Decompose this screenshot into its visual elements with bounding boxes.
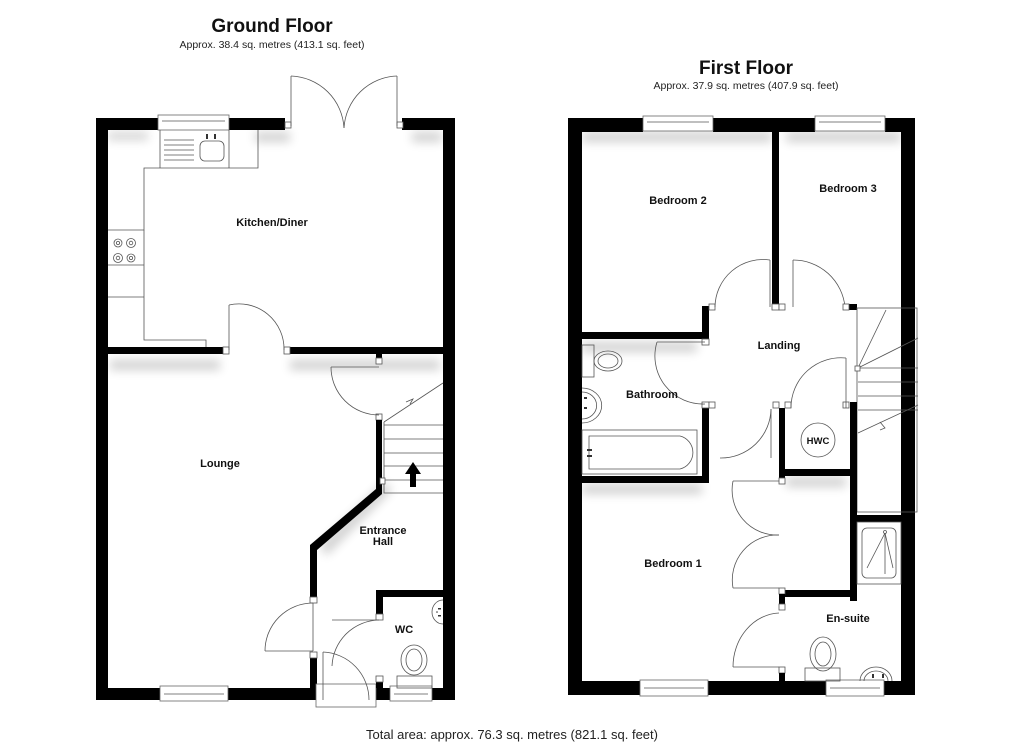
door-ensuite	[732, 612, 780, 668]
first-floor-plan: Bedroom 2 Bedroom 3 Landing Bathroom HWC…	[568, 115, 919, 697]
door-hall-lounge	[264, 602, 314, 652]
room-label-wc: WC	[395, 624, 413, 636]
door-bathroom	[654, 341, 706, 405]
ground-floor-plan: Kitchen/Diner Lounge Entrance Hall WC	[96, 75, 455, 708]
window	[389, 685, 433, 702]
room-label-bedroom1: Bedroom 1	[644, 558, 701, 570]
room-label-bedroom3: Bedroom 3	[819, 183, 876, 195]
window	[159, 685, 229, 702]
door-bedroom2	[714, 259, 771, 308]
window	[814, 115, 886, 132]
hob-icon	[113, 238, 136, 263]
room-label-ensuite: En-suite	[826, 613, 869, 625]
french-doors	[284, 75, 404, 129]
door-kitchen-lounge	[228, 303, 285, 351]
front-door	[315, 651, 377, 708]
toilet-icon	[581, 344, 623, 378]
room-label-hall: Hall	[373, 536, 393, 548]
staircase	[379, 382, 444, 494]
window	[157, 114, 230, 131]
room-label-bathroom: Bathroom	[626, 389, 678, 401]
bathroom-basin-icon	[581, 387, 603, 424]
wc-basin-icon	[431, 599, 444, 625]
sink-icon	[164, 134, 225, 162]
ground-floor-area: Approx. 38.4 sq. metres (413.1 sq. feet)	[179, 39, 365, 51]
door-hwc	[790, 357, 847, 409]
ensuite-basin-icon	[859, 666, 893, 682]
door-bedroom3	[792, 259, 846, 308]
room-label-bedroom2: Bedroom 2	[649, 195, 706, 207]
first-floor-title: First Floor	[699, 58, 793, 79]
shower-icon	[856, 521, 902, 585]
toilet-icon	[396, 644, 433, 689]
room-label-landing: Landing	[758, 340, 801, 352]
kitchen-units	[108, 130, 259, 350]
door-lounge-hall	[330, 366, 380, 416]
room-label-entrance: Entrance	[359, 525, 406, 537]
wardrobe-doors	[731, 480, 780, 589]
toilet-icon	[804, 636, 841, 682]
window	[639, 679, 709, 697]
first-floor-area: Approx. 37.9 sq. metres (407.9 sq. feet)	[653, 80, 839, 92]
window	[825, 679, 885, 697]
room-label-kitchen: Kitchen/Diner	[236, 217, 308, 229]
hot-water-cylinder-icon	[800, 422, 836, 458]
door-landing-cupboard	[719, 408, 772, 459]
ground-floor-title: Ground Floor	[211, 16, 333, 37]
room-label-lounge: Lounge	[200, 458, 240, 470]
total-area-caption: Total area: approx. 76.3 sq. metres (821…	[366, 727, 658, 742]
room-label-hwc: HWC	[807, 436, 830, 447]
bath-icon	[581, 429, 698, 475]
window	[642, 115, 714, 132]
stairs-up-arrow-icon	[405, 462, 421, 487]
door-wc	[331, 619, 380, 667]
